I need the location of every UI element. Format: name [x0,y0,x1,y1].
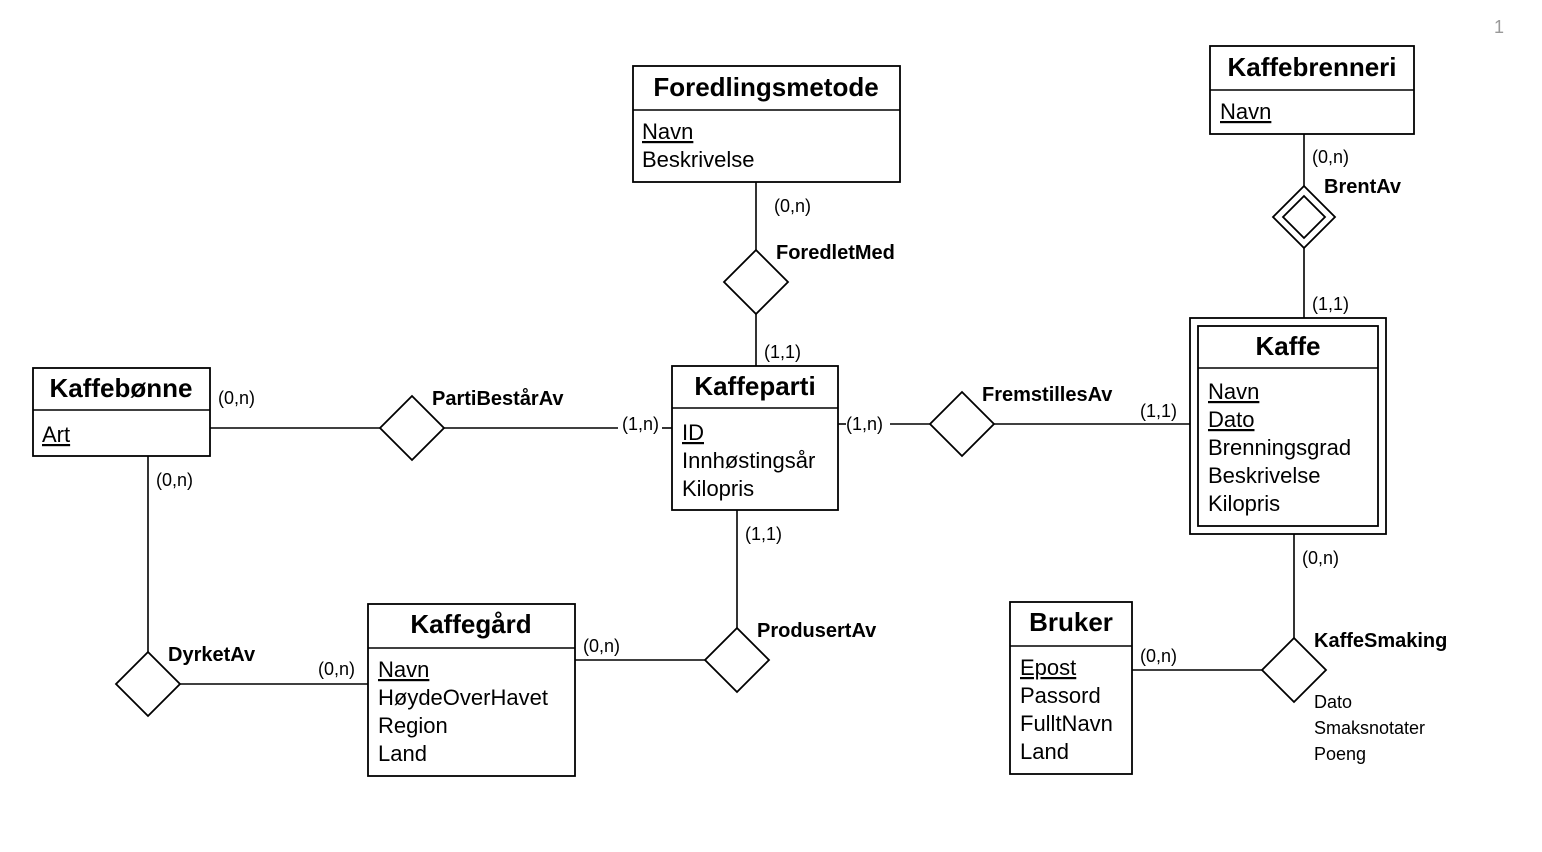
relationship-fremstillesav: FremstillesAv [928,384,1113,458]
attr-kilopris: Kilopris [1208,491,1280,516]
cardinality-foredlingsmetode-foredletmed: (0,n) [774,196,811,216]
attr-epost: Epost [1020,655,1076,680]
entity-kaffebonne: Kaffebønne Art [32,367,211,457]
cardinality-kaffe-brentav: (1,1) [1312,294,1349,314]
attr-hoydeoverhavet: HøydeOverHavet [378,685,548,710]
attr-beskrivelse: Beskrivelse [1208,463,1320,488]
diamond-shape-inner [1281,194,1327,240]
relationship-label: PartiBestårAv [432,387,564,410]
relationship-label: BrentAv [1324,176,1402,198]
attr-land: Land [1020,739,1069,764]
diamond-shape [1260,636,1328,704]
attr-navn: Navn [1208,379,1259,404]
cardinality-kaffebrenneri-brentav: (0,n) [1312,147,1349,167]
entity-title: Kaffe [1255,331,1320,361]
entity-kaffebrenneri: Kaffebrenneri Navn [1209,45,1415,135]
page-number: 1 [1494,17,1504,37]
relationship-dyrketav: DyrketAv [114,644,256,718]
attr-land: Land [378,741,427,766]
relationship-attr-smaksnotater: Smaksnotater [1314,718,1425,738]
diamond-shape [378,394,446,462]
relationship-kaffesmaking: KaffeSmaking Dato Smaksnotater Poeng [1260,630,1447,764]
entity-title: Foredlingsmetode [653,72,878,102]
attr-fulltnavn: FulltNavn [1020,711,1113,736]
cardinality-kaffeparti-foredletmed: (1,1) [764,342,801,362]
cardinality-labels: (0,n) (1,1) (0,n) (1,1) (0,n) (1,n) (1,n… [156,147,1349,679]
relationship-attr-poeng: Poeng [1314,744,1366,764]
relationship-attr-dato: Dato [1314,692,1352,712]
relationship-brentav-identifying: BrentAv [1271,176,1402,250]
entity-title: Bruker [1029,607,1113,637]
cardinality-kaffe-kaffesmaking: (0,n) [1302,548,1339,568]
relationship-foredletmed: ForedletMed [722,242,895,316]
attr-kilopris: Kilopris [682,476,754,501]
relationship-label: KaffeSmaking [1314,630,1447,652]
relationship-label: FremstillesAv [982,384,1113,406]
attr-brenningsgrad: Brenningsgrad [1208,435,1351,460]
entity-foredlingsmetode: Foredlingsmetode Navn Beskrivelse [632,65,901,183]
relationship-produsertav: ProdusertAv [703,620,877,694]
entity-kaffegard: Kaffegård Navn HøydeOverHavet Region Lan… [367,603,576,777]
relationship-partibestarav: PartiBestårAv [378,387,564,462]
entity-title: Kaffeparti [694,371,815,401]
relationship-label: ProdusertAv [757,620,877,642]
attr-navn: Navn [378,657,429,682]
diamond-shape [722,248,790,316]
entity-kaffeparti: Kaffeparti ID Innhøstingsår Kilopris [671,365,839,511]
cardinality-kaffe-fremstillesav: (1,1) [1140,401,1177,421]
attr-navn: Navn [1220,99,1271,124]
attr-id: ID [682,420,704,445]
attr-region: Region [378,713,448,738]
cardinality-kaffebonne-partibestarav: (0,n) [218,388,255,408]
entity-title: Kaffegård [410,609,531,639]
attr-navn: Navn [642,119,693,144]
relationship-label: DyrketAv [168,644,256,666]
attr-passord: Passord [1020,683,1101,708]
diamond-shape [114,650,182,718]
cardinality-kaffeparti-produsertav: (1,1) [745,524,782,544]
attr-art: Art [42,422,70,447]
attr-innhostingsar: Innhøstingsår [682,448,815,473]
cardinality-kaffegard-dyrketav: (0,n) [318,659,355,679]
cardinality-kaffegard-produsertav: (0,n) [583,636,620,656]
attr-dato: Dato [1208,407,1254,432]
cardinality-kaffeparti-partibestarav: (1,n) [622,414,659,434]
diamond-shape [928,390,996,458]
attr-beskrivelse: Beskrivelse [642,147,754,172]
diamond-shape [703,626,771,694]
cardinality-kaffebonne-dyrketav: (0,n) [156,470,193,490]
entity-kaffe-weak: Kaffe Navn Dato Brenningsgrad Beskrivels… [1189,317,1387,535]
entity-title: Kaffebrenneri [1227,52,1396,82]
cardinality-bruker-kaffesmaking: (0,n) [1140,646,1177,666]
connection-lines [147,134,1305,685]
cardinality-kaffeparti-fremstillesav: (1,n) [846,414,883,434]
entity-bruker: Bruker Epost Passord FulltNavn Land [1009,601,1133,775]
relationship-label: ForedletMed [776,242,895,264]
entity-title: Kaffebønne [50,373,193,403]
